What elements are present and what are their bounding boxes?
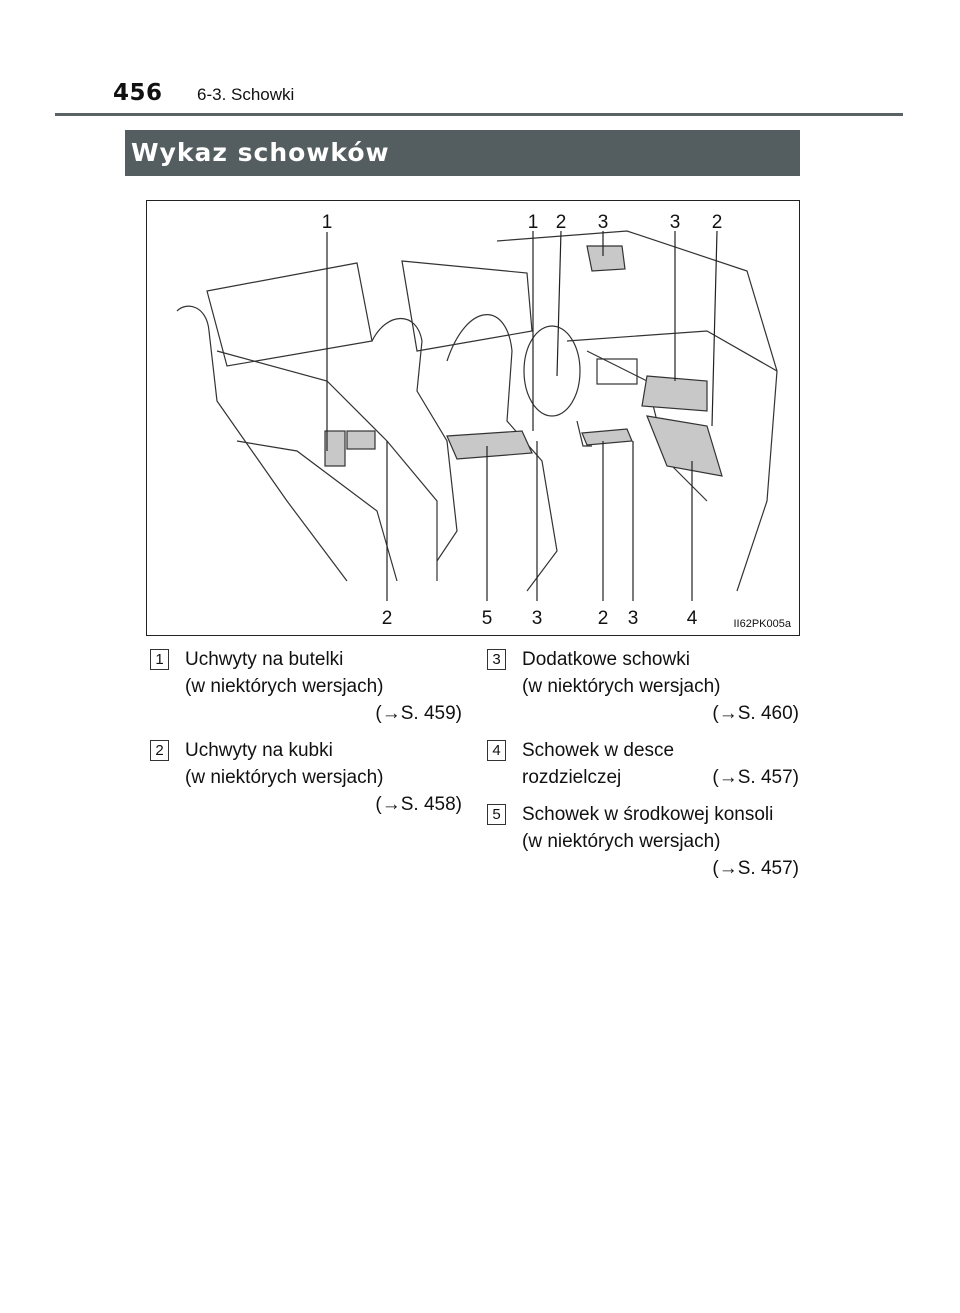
legend-item: 2 Uchwyty na kubki (w niektórych wersjac… [150,737,462,818]
page-reference: (→S. 457) [712,767,799,788]
callout-bottom-5: 4 [687,608,698,629]
callout-bottom-3: 2 [598,608,609,629]
legend-number: 4 [487,740,506,761]
header-rule [55,113,903,116]
callout-bottom-2: 3 [532,608,543,629]
legend-text: (w niektórych wersjach) [522,831,721,852]
callout-bottom-1: 5 [482,608,493,629]
legend-item: 5 Schowek w środkowej konsoli (w niektór… [487,801,799,882]
callout-top-3: 3 [598,212,609,233]
legend-text: Uchwyty na kubki [185,740,333,761]
page-reference: (→S. 460) [712,703,799,724]
legend-text-with-ref: rozdzielczej (→S. 457) [522,764,799,791]
legend-number: 1 [150,649,169,670]
legend-text: (w niektórych wersjach) [185,676,384,697]
legend-number: 2 [150,740,169,761]
page-reference: (→S. 459) [375,703,462,724]
legend-item: 4 Schowek w desce rozdzielczej (→S. 457) [487,737,799,791]
page-title: Wykaz schowków [125,130,800,176]
callout-top-2: 2 [556,212,567,233]
callout-top-0: 1 [322,212,333,233]
callout-top-5: 2 [712,212,723,233]
legend-number: 5 [487,804,506,825]
legend-left-column: 1 Uchwyty na butelki (w niektórych wersj… [150,646,462,828]
section-label: 6-3. Schowki [197,85,295,104]
callout-bottom-4: 3 [628,608,639,629]
page-reference: (→S. 458) [375,794,462,815]
callout-bottom-0: 2 [382,608,393,629]
figure-code: II62PK005a [733,618,792,630]
car-interior-drawing [176,230,778,601]
legend-text: (w niektórych wersjach) [185,767,384,788]
page-reference: (→S. 457) [712,858,799,879]
callout-top-4: 3 [670,212,681,233]
legend-item: 1 Uchwyty na butelki (w niektórych wersj… [150,646,462,727]
page-number: 456 [113,80,163,106]
legend-text: Schowek w środkowej konsoli [522,804,774,825]
legend-text: Dodatkowe schowki [522,649,690,670]
legend-text: rozdzielczej [522,767,622,788]
legend-right-column: 3 Dodatkowe schowki (w niektórych wersja… [487,646,799,892]
legend-text: (w niektórych wersjach) [522,676,721,697]
legend-item: 3 Dodatkowe schowki (w niektórych wersja… [487,646,799,727]
legend-number: 3 [487,649,506,670]
car-interior-figure: 1 1 2 3 3 2 2 5 3 2 3 4 II62PK005a [146,200,800,636]
callout-top-1: 1 [528,212,539,233]
legend-text: Schowek w desce [522,740,675,761]
legend-text: Uchwyty na butelki [185,649,344,670]
